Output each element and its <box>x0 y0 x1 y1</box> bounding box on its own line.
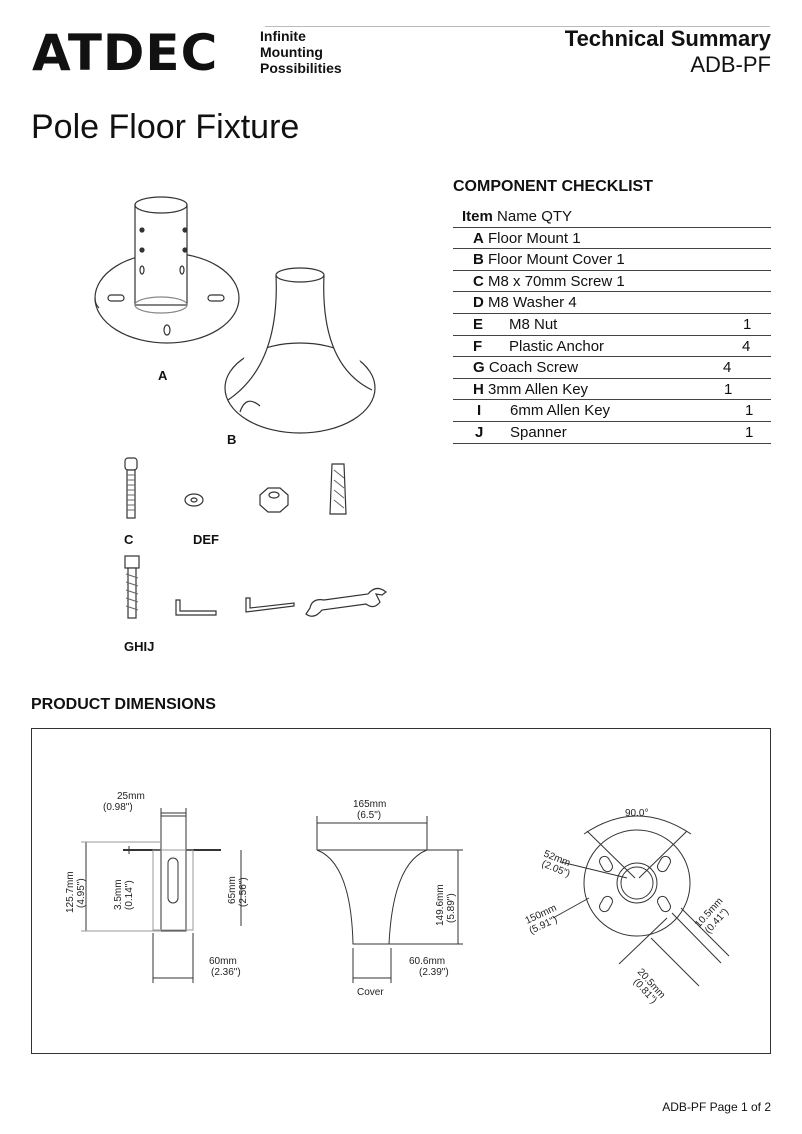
allen-key-6mm-drawing <box>245 597 295 613</box>
row-item: C <box>473 272 484 290</box>
checklist-row: E M8 Nut 1 <box>453 314 771 336</box>
side-view-drawing <box>81 808 242 983</box>
part-label-b: B <box>227 432 237 447</box>
cover-view-labels: 165mm (6.5") 149.6mm (5.89") 60.6mm (2.3… <box>353 799 457 998</box>
checklist-heading: COMPONENT CHECKLIST <box>453 178 653 195</box>
cover-caption: Cover <box>357 987 384 998</box>
dim-label: (2.39") <box>419 967 449 978</box>
header-rest: Name QTY <box>497 208 573 225</box>
side-view-labels: 25mm (0.98") 125.7mm (4.95") 3.5mm (0.14… <box>65 791 249 978</box>
row-item: J <box>475 423 484 441</box>
checklist-row: A Floor Mount 1 <box>453 228 771 250</box>
dim-label: (2.36") <box>211 967 241 978</box>
row-name: Plastic Anchor <box>509 337 605 355</box>
dim-label: 60.6mm <box>409 956 445 967</box>
spanner-drawing <box>305 587 387 617</box>
cover-view-drawing <box>316 816 463 983</box>
row-name: Spanner <box>510 423 567 441</box>
dim-label: 60mm <box>209 956 237 967</box>
row-name: Floor Mount Cover <box>488 251 613 269</box>
row-qty: 1 <box>616 251 625 269</box>
row-item: F <box>473 337 483 355</box>
row-qty: 4 <box>723 359 732 377</box>
row-item: D <box>473 294 484 312</box>
checklist-row: B Floor Mount Cover 1 <box>453 249 771 271</box>
tagline-line: Mounting <box>260 44 323 60</box>
row-name: M8 Washer <box>488 294 565 312</box>
allen-key-3mm-drawing <box>175 599 217 616</box>
part-label-def: DEF <box>193 532 219 547</box>
coach-screw-drawing <box>124 555 140 619</box>
checklist-row: I 6mm Allen Key 1 <box>453 400 771 422</box>
page-footer: ADB-PF Page 1 of 2 <box>662 1100 771 1114</box>
row-name: M8 x 70mm Screw <box>488 272 613 290</box>
floor-mount-cover-drawing <box>224 267 376 434</box>
row-qty: 1 <box>743 315 752 333</box>
dim-label: (2.56") <box>238 877 249 907</box>
screw-drawing <box>124 457 138 519</box>
dimensions-panel <box>31 728 771 1054</box>
row-item: B <box>473 251 484 269</box>
row-name: 6mm Allen Key <box>510 402 611 420</box>
checklist-row: F Plastic Anchor 4 <box>453 336 771 358</box>
dim-label: 149.6mm <box>435 884 446 926</box>
header-rule <box>265 26 770 27</box>
doc-type: Technical Summary <box>564 26 771 51</box>
dim-label: 3.5mm <box>113 879 124 910</box>
row-qty: 1 <box>745 402 754 420</box>
dim-label: 65mm <box>227 876 238 904</box>
row-qty: 1 <box>724 380 733 398</box>
anchor-drawing <box>329 463 347 515</box>
component-checklist: Item Name QTY A Floor Mount 1 B Floor Mo… <box>453 206 771 444</box>
checklist-row: H 3mm Allen Key 1 <box>453 379 771 401</box>
row-qty: 1 <box>572 229 581 247</box>
checklist-row: D M8 Washer 4 <box>453 292 771 314</box>
plan-view-drawing <box>552 815 730 987</box>
dim-label: (0.14") <box>124 880 135 910</box>
row-item: I <box>477 402 482 420</box>
dim-label: 90.0° <box>625 808 648 819</box>
checklist-row: C M8 x 70mm Screw 1 <box>453 271 771 293</box>
brand-tagline: Infinite Mounting Possibilities <box>260 28 342 76</box>
checklist-row: G Coach Screw 4 <box>453 357 771 379</box>
brand-logo: ATDEC <box>32 24 219 82</box>
row-qty: 1 <box>745 423 754 441</box>
row-qty: 4 <box>742 337 751 355</box>
checklist-row: J Spanner 1 <box>453 422 771 444</box>
dim-label: (4.95") <box>76 878 87 908</box>
dim-label: 25mm <box>117 791 145 802</box>
row-name: 3mm Allen Key <box>488 380 589 398</box>
row-name: M8 Nut <box>509 315 558 333</box>
dimension-drawings: 25mm (0.98") 125.7mm (4.95") 3.5mm (0.14… <box>65 791 731 1006</box>
part-label-a: A <box>158 368 168 383</box>
tagline-line: Infinite <box>260 28 306 44</box>
model-code: ADB-PF <box>690 52 771 77</box>
row-item: H <box>473 380 484 398</box>
part-label-ghij: GHIJ <box>124 639 155 654</box>
row-name: Coach Screw <box>488 359 579 377</box>
row-qty: 4 <box>568 294 577 312</box>
tagline-line: Possibilities <box>260 60 342 76</box>
dim-label: (0.98") <box>103 802 133 813</box>
dim-label: (6.5") <box>357 810 381 821</box>
checklist-header-row: Item Name QTY <box>453 206 771 228</box>
parts-illustration <box>94 196 387 619</box>
part-label-c: C <box>124 532 134 547</box>
header-item: Item <box>462 208 493 225</box>
row-item: E <box>473 315 484 333</box>
floor-mount-drawing <box>94 196 240 344</box>
row-item: A <box>473 229 484 247</box>
dim-label: (5.89") <box>446 893 457 923</box>
page-title: Pole Floor Fixture <box>31 108 300 146</box>
dim-label: 125.7mm <box>65 871 76 913</box>
dim-label: 165mm <box>353 799 386 810</box>
dimensions-heading: PRODUCT DIMENSIONS <box>31 696 216 713</box>
row-qty: 1 <box>616 272 625 290</box>
washer-drawing <box>184 493 204 507</box>
row-item: G <box>473 359 485 377</box>
row-name: Floor Mount <box>488 229 569 247</box>
nut-drawing <box>259 487 289 513</box>
